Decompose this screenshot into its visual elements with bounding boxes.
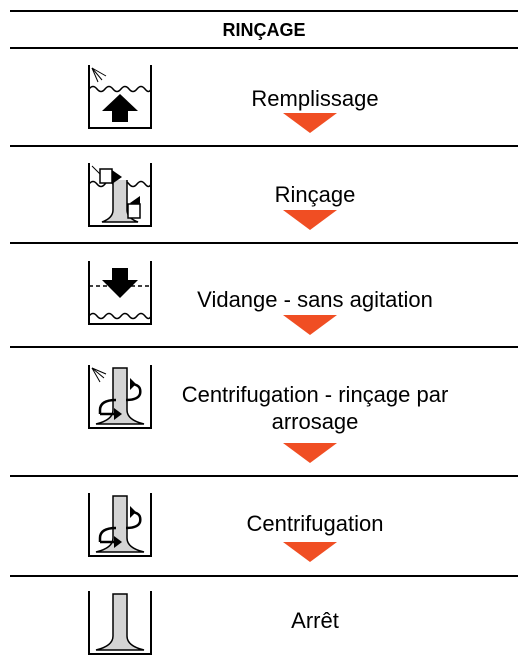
step-label-remplissage: Remplissage [251,86,379,111]
spin-icon [86,490,154,563]
divider [10,575,518,577]
stop-icon [86,588,154,661]
divider [10,242,518,244]
divider [10,346,518,348]
divider [10,10,518,12]
spin-spray-icon [86,362,154,435]
divider [10,475,518,477]
step-label-centrifugation-rincage: Centrifugation - rinçage par arrosage [181,382,449,434]
step-label-vidange: Vidange - sans agitation [197,287,433,312]
step-label-rincage: Rinçage [274,182,356,207]
rinse-icon [86,160,154,233]
fill-icon [86,62,154,135]
next-step-arrow [283,315,337,335]
divider [10,145,518,147]
step-label-arret: Arrêt [291,608,339,633]
step-label-centrifugation: Centrifugation [246,511,384,536]
page-title: RINÇAGE [222,20,306,40]
next-step-arrow [283,542,337,562]
next-step-arrow [283,443,337,463]
next-step-arrow [283,113,337,133]
next-step-arrow [283,210,337,230]
drain-icon [86,258,154,331]
divider [10,47,518,49]
